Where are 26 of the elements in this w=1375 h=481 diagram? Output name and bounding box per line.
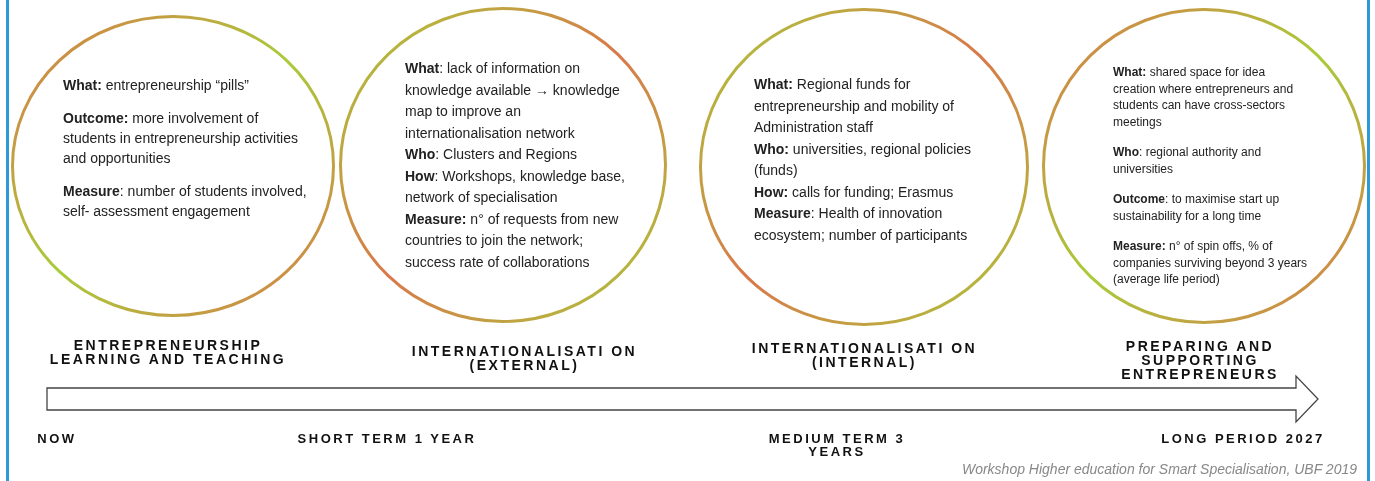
stage-description: What: lack of information on knowledge available → knowledge map to improve an internationalisation network bbox=[405, 59, 621, 143]
stage-description: What: shared space for idea creation where entrepreneurs and students can have cross-sectors meetings bbox=[1113, 64, 1295, 130]
stage-heading: INTERNATIONALISATI ON (EXTERNAL) bbox=[410, 344, 639, 372]
stage-circle bbox=[699, 8, 1029, 326]
stage-description: Who: regional authority and universities bbox=[1113, 144, 1263, 177]
stage-heading: PREPARING AND SUPPORTING ENTREPRENEURS bbox=[1120, 339, 1280, 381]
stage-description: Who: Clusters and Regions bbox=[405, 145, 578, 164]
stage-description: Measure: n° of spin offs, % of companies surviving beyond 3 years (average life period) bbox=[1113, 238, 1308, 288]
timeline-label: SHORT TERM 1 YEAR bbox=[296, 432, 478, 445]
stage-description: Measure: number of students involved, self- assessment engagement bbox=[63, 182, 308, 221]
stage-description: Outcome: more involvement of students in entrepreneurship activities and opportunities bbox=[63, 109, 300, 168]
stage-description: Outcome: to maximise start up sustainability for a long time bbox=[1113, 191, 1281, 224]
stage-heading: INTERNATIONALISATI ON (INTERNAL) bbox=[750, 341, 979, 369]
stage-circle bbox=[1042, 8, 1366, 324]
stage-circle bbox=[11, 15, 335, 317]
stage-description: What: entrepreneurship “pills” bbox=[63, 76, 250, 95]
timeline-label: MEDIUM TERM 3 YEARS bbox=[767, 432, 907, 458]
source-caption: Workshop Higher education for Smart Specialisation, UBF 2019 bbox=[961, 461, 1357, 477]
stage-description: Measure: Health of innovation ecosystem; number of participants bbox=[754, 204, 969, 245]
timeline-label: NOW bbox=[36, 432, 78, 445]
stage-description: Measure: n° of requests from new countries to join the network; success rate of collaborations bbox=[405, 209, 620, 272]
stage-description: How: calls for funding; Erasmus bbox=[754, 182, 955, 202]
timeline-label: LONG PERIOD 2027 bbox=[1160, 432, 1326, 445]
stage-circle bbox=[339, 7, 667, 323]
stage-description: Who: universities, regional policies (funds) bbox=[754, 139, 973, 180]
stage-heading: ENTREPRENEURSHIP LEARNING AND TEACHING bbox=[48, 338, 288, 366]
